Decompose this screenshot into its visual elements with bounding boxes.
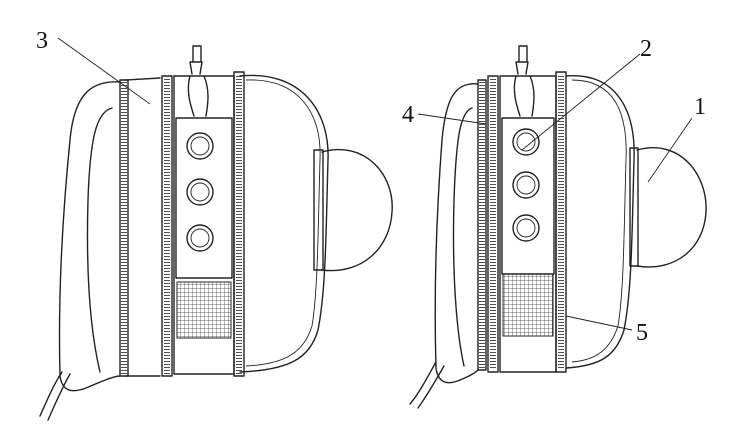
- right-cable-tail: [409, 361, 445, 409]
- right-button-1: [512, 128, 540, 156]
- right-body-shell: [565, 75, 635, 369]
- right-control-panel: [499, 75, 557, 373]
- right-rear-ring: [487, 75, 499, 373]
- left-speaker-grille: [176, 281, 232, 339]
- label-4: 4: [402, 102, 414, 128]
- right-device-view: 4 2 1 5: [402, 36, 707, 409]
- leader-5: [565, 315, 633, 331]
- right-dome-lens: [636, 147, 707, 268]
- right-pad-ring: [477, 79, 487, 371]
- leader-4: [417, 113, 487, 125]
- left-pad-ring: [119, 79, 129, 377]
- left-device-view: 3: [36, 28, 393, 421]
- right-cable-connector: [515, 45, 529, 75]
- left-lens-mount: [313, 149, 324, 271]
- left-rear-ring: [161, 75, 173, 377]
- right-speaker-grille: [502, 273, 554, 337]
- left-cable-connector: [189, 45, 203, 75]
- left-body-shell: [239, 74, 329, 373]
- right-button-2: [512, 171, 540, 199]
- left-button-1: [186, 132, 214, 160]
- right-button-3: [512, 214, 540, 242]
- left-button-2: [186, 178, 214, 206]
- left-ear-cushion: [125, 77, 161, 377]
- label-3: 3: [36, 28, 48, 54]
- left-button-3: [186, 224, 214, 252]
- left-cable-tail: [39, 371, 71, 421]
- left-cable-loop: [58, 81, 121, 392]
- label-1: 1: [694, 94, 706, 120]
- label-2: 2: [640, 36, 652, 62]
- leader-1: [647, 117, 693, 183]
- leader-3: [57, 37, 151, 105]
- label-5: 5: [636, 320, 648, 346]
- left-dome-lens: [321, 149, 393, 272]
- right-cable-loop: [434, 83, 479, 384]
- leader-2: [521, 53, 641, 151]
